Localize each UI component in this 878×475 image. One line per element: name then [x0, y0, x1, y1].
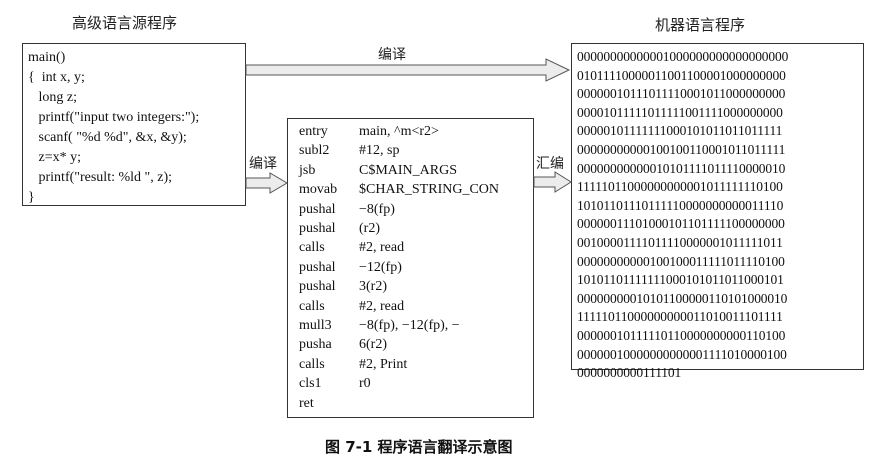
machine-code-line: 11111011000000000011010011101111 [577, 309, 783, 325]
assembly-opcode: calls [299, 298, 325, 314]
assembly-operand: r0 [359, 376, 371, 392]
figure-caption: 图 7-1 程序语言翻译示意图 [325, 438, 513, 456]
source-code-line: printf("input two integers:"); [28, 110, 200, 125]
assembly-row: calls #2, read [299, 238, 533, 257]
assembly-code-lines: entry main, ^m<r2> subl2 #12, sp jsb C$MAIN_A… [299, 122, 533, 413]
machine-code-line: 00001011111011111001111000000000 [577, 104, 783, 120]
assembly-row: pushal (r2) [299, 219, 533, 238]
source-program-title: 高级语言源程序 [72, 14, 178, 32]
arrow-top-compile [245, 58, 571, 82]
source-code-line: long z; [28, 90, 78, 105]
assembly-row: mull3 −8(fp), −12(fp), − [299, 316, 533, 335]
assembly-operand [359, 394, 533, 413]
source-code-box: main() { int x, y; long z; printf("input … [22, 43, 246, 206]
machine-code-line: 00000000000100100110001011011111 [577, 141, 786, 157]
machine-code-line: 00000000010101100000110101000010 [577, 290, 788, 306]
assembly-operand: #2, read [359, 240, 405, 256]
arrow-right-assemble [533, 171, 572, 193]
assembly-row: pusha 6(r2) [299, 335, 533, 354]
arrow-top-label: 编译 [378, 47, 406, 63]
assembly-operand: #12, sp [359, 143, 400, 159]
assembly-operand: (r2) [359, 221, 380, 237]
assembly-row: entry main, ^m<r2> [299, 122, 533, 141]
assembly-opcode: pushal [299, 221, 336, 237]
assembly-opcode: calls [299, 240, 325, 256]
source-code-line: scanf( "%d %d", &x, &y); [28, 130, 187, 145]
machine-code-line: 01011110000011001100001000000000 [577, 67, 786, 83]
source-code-line: printf("result: %ld ", z); [28, 170, 173, 185]
assembly-operand: −8(fp), −12(fp), − [359, 318, 460, 334]
assembly-opcode: mull3 [299, 318, 332, 334]
assembly-row: subl2 #12, sp [299, 141, 533, 160]
source-code-line: z=x* y; [28, 150, 82, 165]
source-code-line: } [28, 190, 35, 205]
machine-program-title: 机器语言程序 [655, 16, 746, 34]
machine-code-box: 00000000000001000000000000000000 01011110… [571, 43, 864, 380]
machine-code-line: 00000101111111000101011011011111 [577, 123, 783, 139]
arrow-middle-label: 编译 [249, 156, 277, 172]
assembly-opcode: entry [299, 124, 328, 139]
assembly-row: jsb C$MAIN_ARGS [299, 161, 533, 180]
assembly-row: pushal 3(r2) [299, 277, 533, 296]
machine-code-line: 00000000000010101111011110000010 [577, 160, 786, 176]
arrow-middle-compile [245, 172, 288, 194]
source-code-line: { int x, y; [28, 70, 85, 85]
assembly-row: cls1 r0 [299, 374, 533, 393]
machine-code-lines: 00000000000001000000000000000000 01011110… [577, 48, 863, 383]
arrow-right-label: 汇编 [536, 156, 564, 172]
source-code-line: main() [28, 50, 66, 65]
assembly-operand: 3(r2) [359, 279, 387, 295]
assembly-opcode: ret [299, 395, 314, 411]
assembly-operand: 6(r2) [359, 337, 387, 353]
assembly-code-box: entry main, ^m<r2> subl2 #12, sp jsb C$MAIN_A… [287, 118, 534, 418]
machine-code-line: 00000010111110110000000000110100 [577, 327, 786, 343]
assembly-opcode: pusha [299, 337, 332, 353]
assembly-opcode: jsb [299, 162, 316, 178]
assembly-operand: #2, Print [359, 356, 408, 372]
assembly-row: ret [299, 394, 533, 413]
assembly-opcode: cls1 [299, 376, 322, 392]
assembly-row: movab $CHAR_STRING_CON [299, 180, 533, 199]
assembly-opcode: movab [299, 182, 338, 198]
machine-code-line: 10101101111111000101011011000101 [577, 272, 784, 288]
assembly-operand: −12(fp) [359, 259, 402, 275]
assembly-row: calls #2, Print [299, 355, 533, 374]
machine-code-line: 11111011000000000001011111110100 [577, 179, 783, 195]
assembly-row: calls #2, read [299, 297, 533, 316]
machine-code-line: 00000010111011110001011000000000 [577, 86, 786, 102]
assembly-opcode: subl2 [299, 143, 330, 159]
assembly-row: pushal −12(fp) [299, 258, 533, 277]
source-code-lines: main() { int x, y; long z; printf("input … [28, 48, 245, 208]
assembly-opcode: pushal [299, 279, 336, 295]
machine-code-line: 00000010000000000001111010000100 [577, 346, 787, 362]
machine-code-line: 00000000000100100011111011110100 [577, 253, 785, 269]
assembly-opcode: pushal [299, 259, 336, 275]
assembly-operand: −8(fp) [359, 201, 395, 217]
assembly-opcode: pushal [299, 201, 336, 217]
assembly-operand: C$MAIN_ARGS [359, 162, 458, 178]
machine-code-line: 0000000000111101 [577, 365, 682, 381]
machine-code-line: 00000000000001000000000000000000 [577, 49, 789, 64]
assembly-operand: $CHAR_STRING_CON [359, 182, 500, 198]
assembly-row: pushal −8(fp) [299, 200, 533, 219]
machine-code-line: 10101101110111110000000000011110 [577, 197, 784, 213]
assembly-operand: main, ^m<r2> [359, 124, 439, 139]
assembly-operand: #2, read [359, 298, 405, 314]
machine-code-line: 00100001111011110000001011111011 [577, 234, 783, 250]
assembly-opcode: calls [299, 356, 325, 372]
machine-code-line: 00000011101000101101111100000000 [577, 216, 785, 232]
